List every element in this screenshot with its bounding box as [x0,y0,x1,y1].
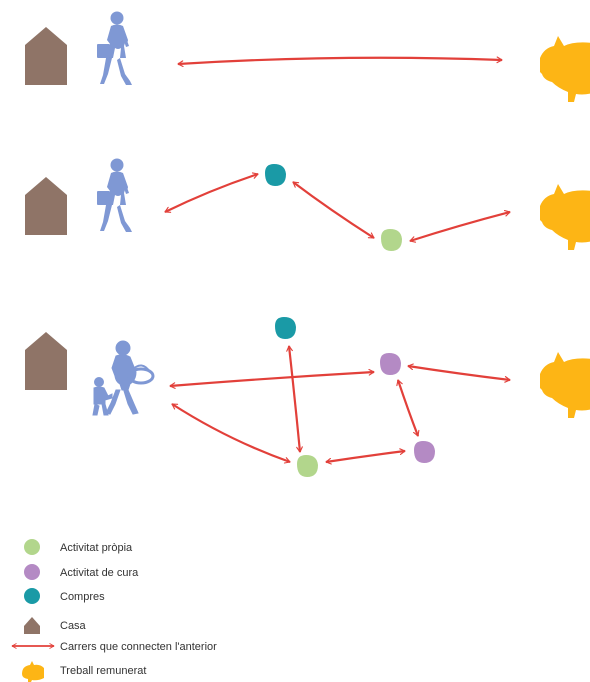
shopping-dot-icon [275,317,296,339]
house-icon [25,177,67,235]
legend-item-care-activity: Activitat de cura [24,564,139,580]
legend: Activitat pròpia Activitat de cura Compr… [11,539,217,682]
double-arrow-icon [325,448,406,465]
legend-item-own-activity: Activitat pròpia [24,539,133,555]
purple-dot-icon [24,564,40,580]
double-arrow-icon [286,345,303,453]
own-activity-dot-icon [381,229,402,251]
legend-item-paid-work: Treball remunerat [22,661,146,682]
legend-label: Carrers que connecten l'anterior [60,641,217,653]
walking-person-icon [97,158,132,232]
double-arrow-icon [177,56,503,68]
shopping-dot-icon [265,164,286,186]
legend-label: Compres [60,591,105,603]
piggy-bank-icon [540,36,590,102]
double-arrow-icon [292,181,375,239]
care-activity-dot-icon [414,441,435,463]
row-1 [25,11,590,102]
own-activity-dot-icon [297,455,318,477]
house-icon [24,617,40,634]
double-arrow-icon [396,379,420,437]
double-arrow-icon [407,363,511,383]
teal-dot-icon [24,588,40,604]
double-arrow-icon [409,209,511,243]
piggy-bank-icon [540,184,590,250]
legend-item-house: Casa [24,617,87,634]
legend-item-streets: Carrers que connecten l'anterior [11,641,217,653]
double-arrow-icon [171,403,291,464]
row-3 [25,317,590,477]
legend-label: Activitat pròpia [60,542,133,554]
person-with-child-icon [91,339,155,417]
row-2 [25,158,590,251]
legend-label: Activitat de cura [60,567,139,579]
legend-label: Casa [60,620,87,632]
double-arrow-icon [169,368,375,389]
double-arrow-icon [164,172,259,213]
piggy-bank-icon [540,352,590,418]
green-dot-icon [24,539,40,555]
legend-item-shopping: Compres [24,588,105,604]
legend-label: Treball remunerat [60,665,146,677]
care-activity-dot-icon [380,353,401,375]
house-icon [25,332,67,390]
walking-person-icon [97,11,132,85]
piggy-bank-icon [22,661,44,682]
house-icon [25,27,67,85]
